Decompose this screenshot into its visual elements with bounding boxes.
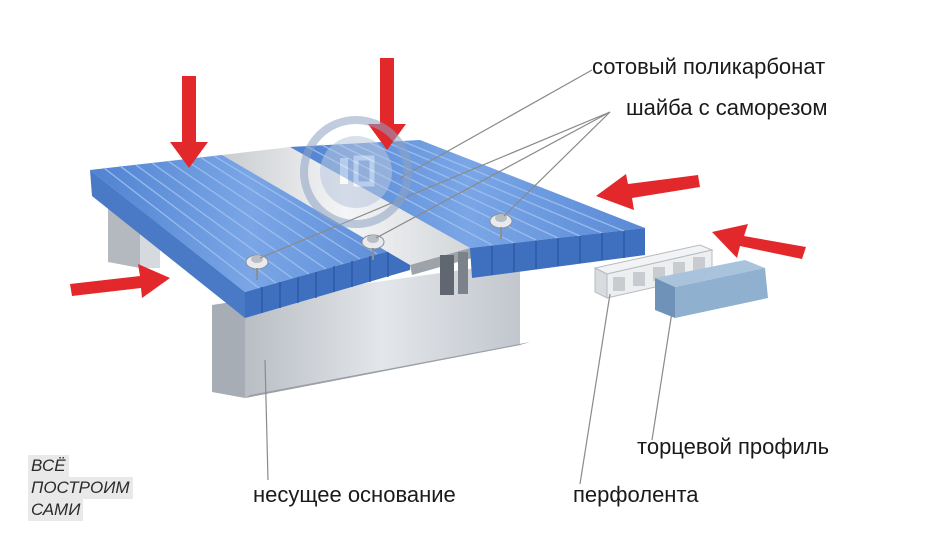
arrow-down-left	[170, 76, 208, 168]
label-washer-screw: шайба с саморезом	[626, 95, 828, 120]
perforated-tape	[593, 244, 714, 299]
label-perforated-tape: перфолента	[573, 482, 699, 507]
leader-lines	[259, 69, 673, 485]
end-profile	[655, 260, 768, 318]
watermark-line-3: САМИ	[28, 499, 84, 521]
watermark-line-1: ВСЁ	[28, 455, 69, 477]
washer-screw-2	[361, 234, 385, 260]
polycarbonate-sheet-left	[90, 155, 410, 318]
brand-seal	[300, 116, 412, 228]
arrow-right-upper	[596, 174, 700, 210]
arrow-down-right	[368, 58, 406, 150]
label-end-profile: торцевой профиль	[637, 434, 830, 459]
arrow-left-bottom	[70, 264, 170, 298]
watermark: ВСЁ ПОСТРОИМ САМИ	[28, 455, 148, 521]
label-cellular-polycarbonate: сотовый поликарбонат	[592, 54, 826, 79]
label-base: несущее основание	[253, 482, 456, 507]
arrow-right-lower	[712, 224, 806, 259]
watermark-line-2: ПОСТРОИМ	[28, 477, 133, 499]
washer-screw-1	[245, 254, 269, 280]
washer-screw-3	[489, 213, 513, 239]
